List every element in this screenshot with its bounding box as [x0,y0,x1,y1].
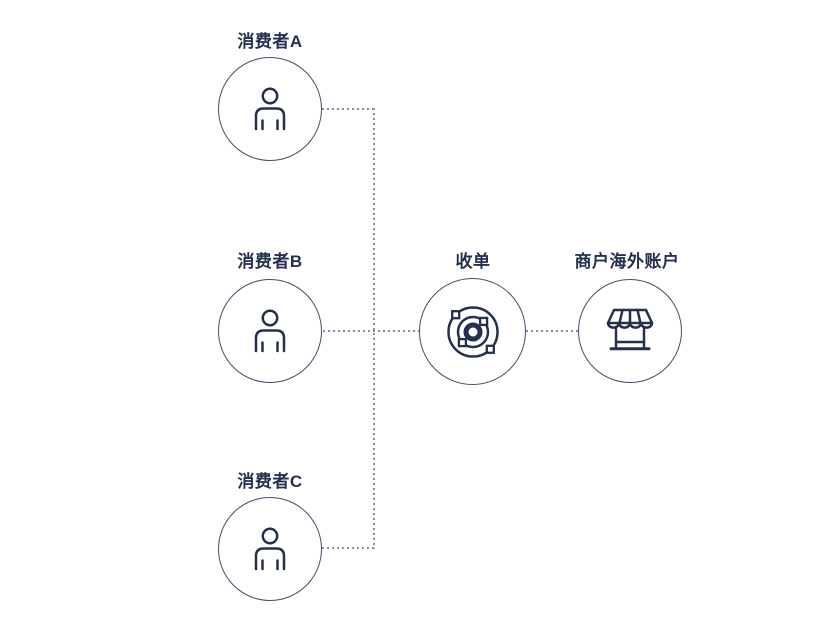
connector-consumer-b [323,330,419,332]
orbit-network-icon [446,305,499,358]
connector-vertical-bus [373,108,375,549]
merchant-overseas-account-node [578,279,682,383]
connector-consumer-c [322,547,374,549]
person-icon [254,309,286,353]
acquiring-label: 收单 [455,252,491,271]
connector-consumer-a [322,108,374,110]
consumer-c-label: 消费者C [237,472,303,491]
consumer-c-node [218,497,322,601]
consumer-b-node [218,279,322,383]
consumer-b-label: 消费者B [237,252,303,271]
connector-acquiring-merchant [526,330,578,332]
person-icon [254,87,286,131]
storefront-icon [606,308,654,351]
acquiring-node [419,278,526,385]
merchant-overseas-account-label: 商户海外账户 [574,252,680,271]
person-icon [254,527,286,571]
consumer-a-label: 消费者A [237,32,303,51]
consumer-a-node [218,57,322,161]
